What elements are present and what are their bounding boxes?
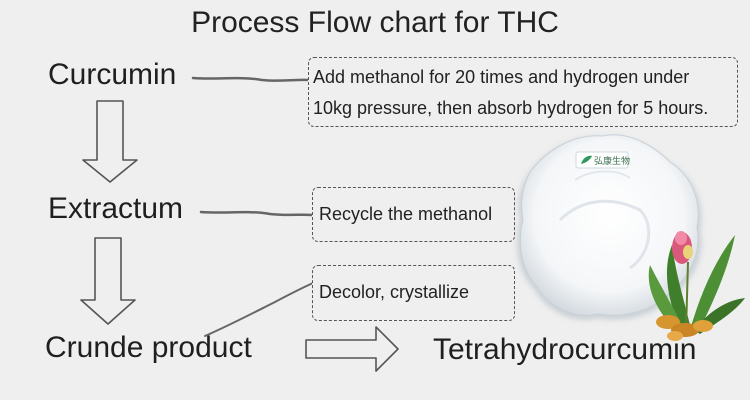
note-recycle-methanol: Recycle the methanol	[312, 187, 515, 242]
connector-extractum-note	[199, 210, 315, 217]
note-hydrogenation-line-2: 10kg pressure, then absorb hydrogen for …	[313, 98, 709, 118]
step-extractum: Extractum	[48, 192, 184, 225]
brand-sticker-text: 弘康生物	[594, 155, 630, 167]
note-decolor-text: Decolor, crystallize	[319, 282, 470, 302]
note-recycle-text: Recycle the methanol	[319, 204, 493, 224]
step-tetrahydrocurcumin: Tetrahydrocurcumin	[433, 333, 697, 366]
connector-curcumin-note	[191, 76, 312, 82]
product-photo: 弘康生物	[517, 134, 702, 320]
step-crude-product: Crunde product	[45, 331, 252, 364]
diagram-title: Process Flow chart for THC	[191, 6, 559, 39]
note-hydrogenation-line-1: Add methanol for 20 times and hydrogen u…	[313, 67, 690, 87]
down-arrow-2	[80, 237, 136, 325]
turmeric-plant-illustration	[648, 231, 745, 341]
note-decolor-crystallize: Decolor, crystallize	[312, 265, 515, 321]
leaf-logo-icon	[581, 155, 592, 164]
right-arrow	[305, 326, 399, 372]
note-hydrogenation: Add methanol for 20 times and hydrogen u…	[308, 57, 738, 127]
down-arrow-1	[82, 100, 138, 183]
connector-crude-note	[204, 282, 314, 337]
step-curcumin: Curcumin	[48, 58, 177, 91]
